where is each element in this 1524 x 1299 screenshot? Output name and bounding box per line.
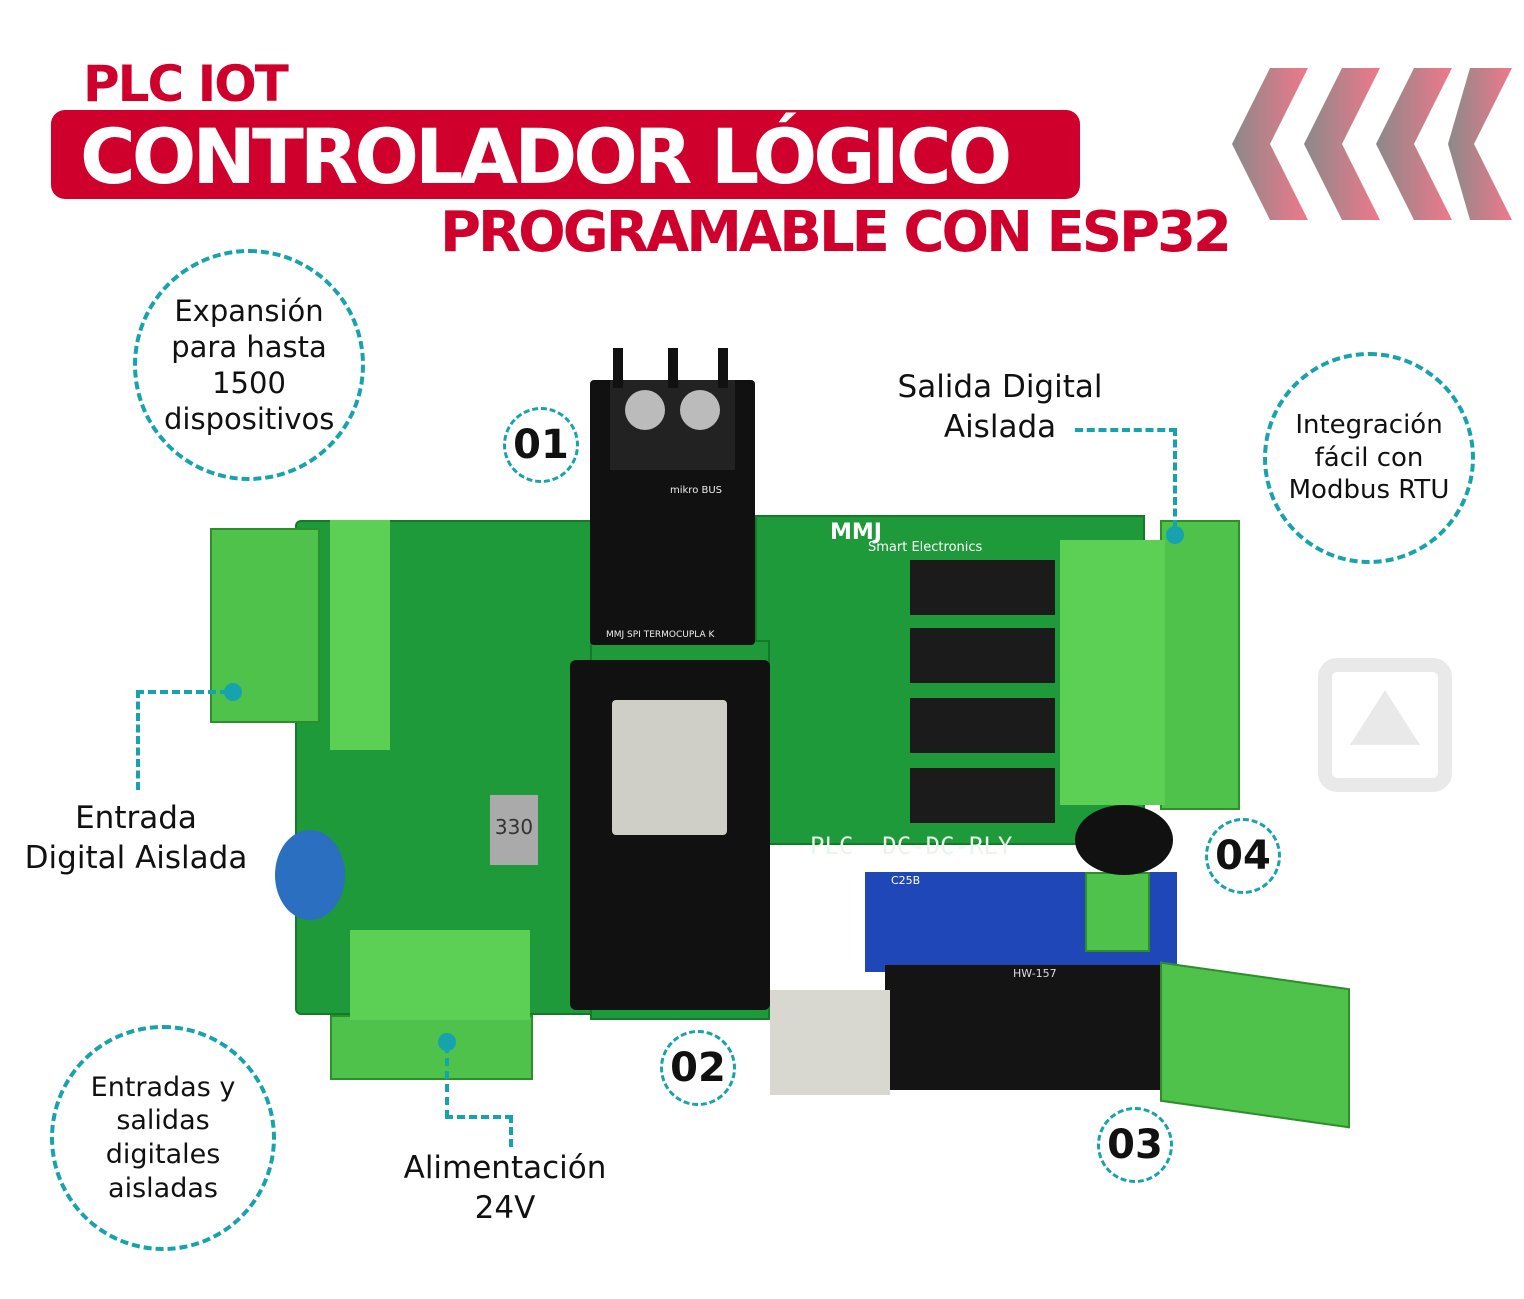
leader-line xyxy=(445,1115,513,1119)
board-brand-sub: Smart Electronics xyxy=(868,540,983,555)
usb-terminal xyxy=(1160,961,1350,1129)
leader-line xyxy=(136,690,228,694)
output-terminal-housing xyxy=(1060,540,1165,805)
callout-02: 02 xyxy=(660,1030,736,1106)
terminal-pin xyxy=(668,348,678,388)
main-title: CONTROLADOR LÓGICO xyxy=(80,112,1012,201)
relay-3 xyxy=(910,698,1055,753)
board-model: PLC DC-DC-RLY xyxy=(810,832,1013,860)
chevrons-decoration xyxy=(1232,68,1512,220)
label-entrada-digital: Entrada Digital Aislada xyxy=(24,800,248,877)
leader-line xyxy=(1075,428,1177,432)
rs485-terminal xyxy=(1085,872,1150,952)
output-terminal-block xyxy=(1160,520,1240,810)
board-brand: MMJ xyxy=(830,520,882,545)
thermocouple-module: mikro BUS MMJ SPI TERMOCUPLA K xyxy=(590,380,755,645)
relay-2 xyxy=(910,628,1055,683)
usb-module-label: HW-157 xyxy=(1013,967,1057,980)
power-terminal-housing xyxy=(350,930,530,1020)
inductor: 330 xyxy=(490,795,538,865)
chip-watermark-icon xyxy=(1318,658,1452,792)
pointer-dot xyxy=(224,683,242,701)
label-salida-digital: Salida Digital Aislada xyxy=(897,369,1103,446)
leader-line xyxy=(1173,428,1177,528)
usb-module: HW-157 xyxy=(885,965,1165,1090)
buzzer xyxy=(1075,805,1173,875)
module-label: MMJ SPI TERMOCUPLA K xyxy=(606,630,715,640)
rs485-label: C25B xyxy=(891,874,921,887)
relay-1 xyxy=(910,560,1055,615)
usb-connector xyxy=(770,990,890,1095)
relay-4 xyxy=(910,768,1055,823)
badge-modbus: Integración fácil con Modbus RTU xyxy=(1263,352,1475,564)
esp32-devkit xyxy=(570,660,770,1010)
title-banner xyxy=(51,110,1080,199)
callout-03: 03 xyxy=(1097,1107,1173,1183)
input-terminal-housing xyxy=(330,520,390,750)
leader-line xyxy=(136,690,140,790)
kicker-title: PLC IOT xyxy=(83,55,289,113)
badge-io: Entradas y salidas digitales aisladas xyxy=(50,1025,276,1251)
capacitor xyxy=(275,830,345,920)
mikrobus-logo: mikro BUS xyxy=(670,485,723,496)
badge-expansion: Expansión para hasta 1500 dispositivos xyxy=(133,249,365,481)
terminal-pin xyxy=(718,348,728,388)
pointer-dot xyxy=(1166,526,1184,544)
badge-modbus-text: Integración fácil con Modbus RTU xyxy=(1288,410,1450,506)
pointer-dot xyxy=(438,1033,456,1051)
badge-expansion-text: Expansión para hasta 1500 dispositivos xyxy=(164,293,335,437)
leader-line xyxy=(509,1115,513,1147)
power-terminal-block xyxy=(330,1015,533,1080)
terminal-pin xyxy=(613,348,623,388)
label-alimentacion: Alimentación 24V xyxy=(403,1150,607,1227)
leader-line xyxy=(445,1045,449,1118)
subtitle: PROGRAMABLE CON ESP32 xyxy=(440,200,1232,265)
badge-io-text: Entradas y salidas digitales aisladas xyxy=(90,1071,236,1204)
callout-01: 01 xyxy=(503,407,579,483)
esp32-module xyxy=(612,700,727,835)
callout-04: 04 xyxy=(1205,818,1281,894)
